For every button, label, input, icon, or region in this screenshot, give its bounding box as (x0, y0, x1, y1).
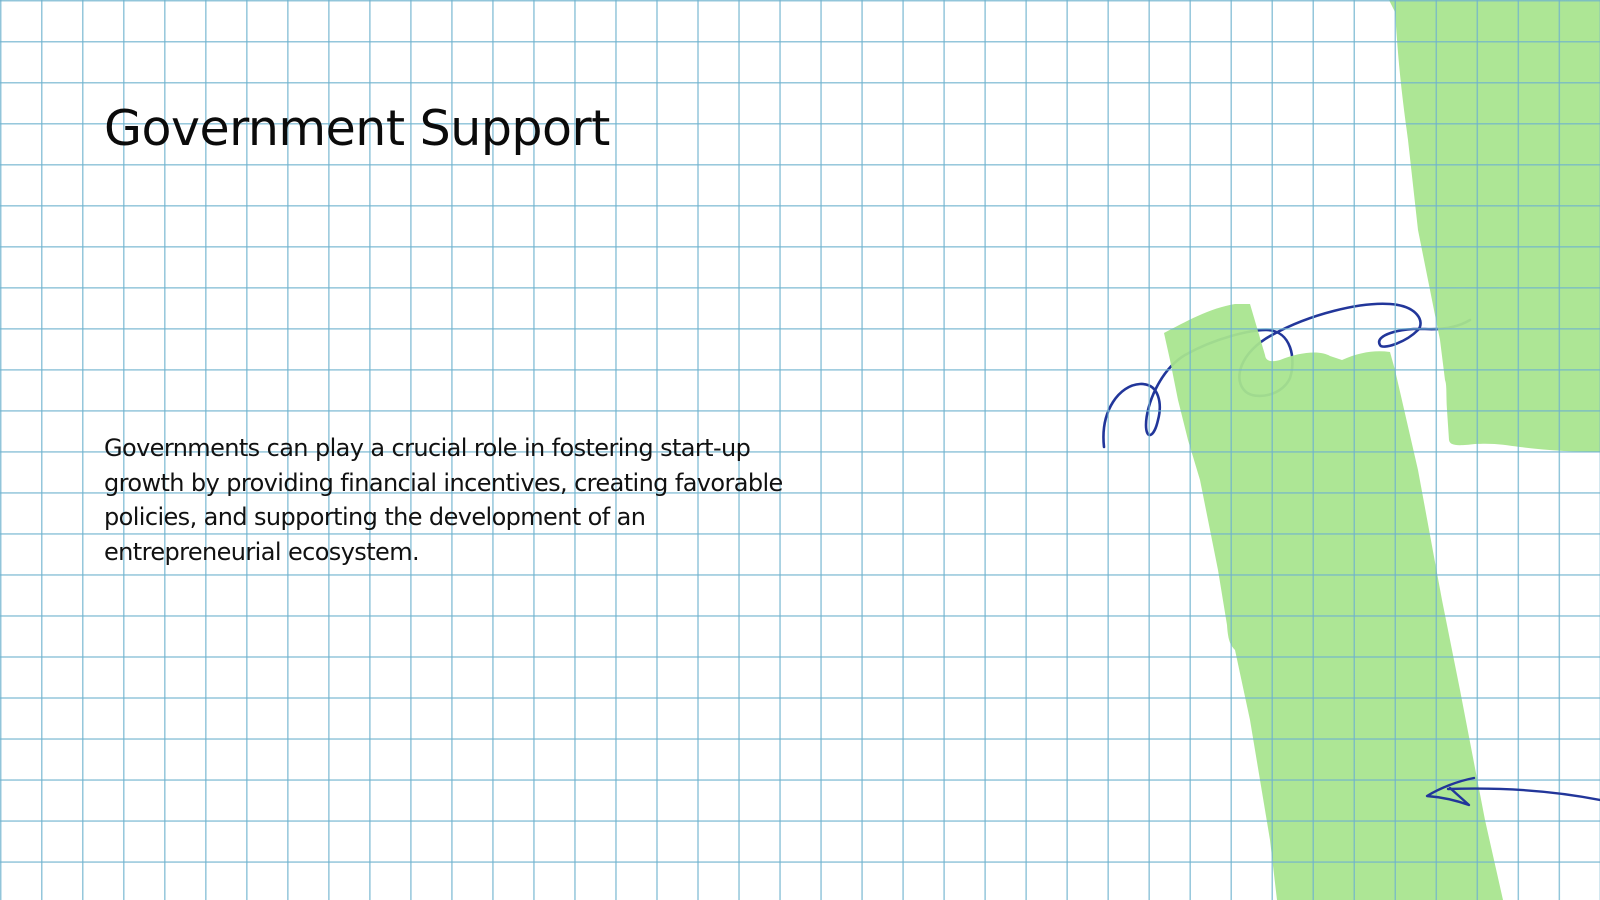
body-line: entrepreneurial ecosystem. (104, 538, 420, 567)
body-line: growth by providing financial incentives… (104, 468, 783, 497)
body-line: Governments can play a crucial role in f… (104, 434, 751, 462)
slide-title: Government Support (104, 100, 610, 157)
body-paragraph: Governments can play a crucial role in f… (104, 431, 783, 570)
body-line: policies, and supporting the development… (104, 503, 646, 532)
